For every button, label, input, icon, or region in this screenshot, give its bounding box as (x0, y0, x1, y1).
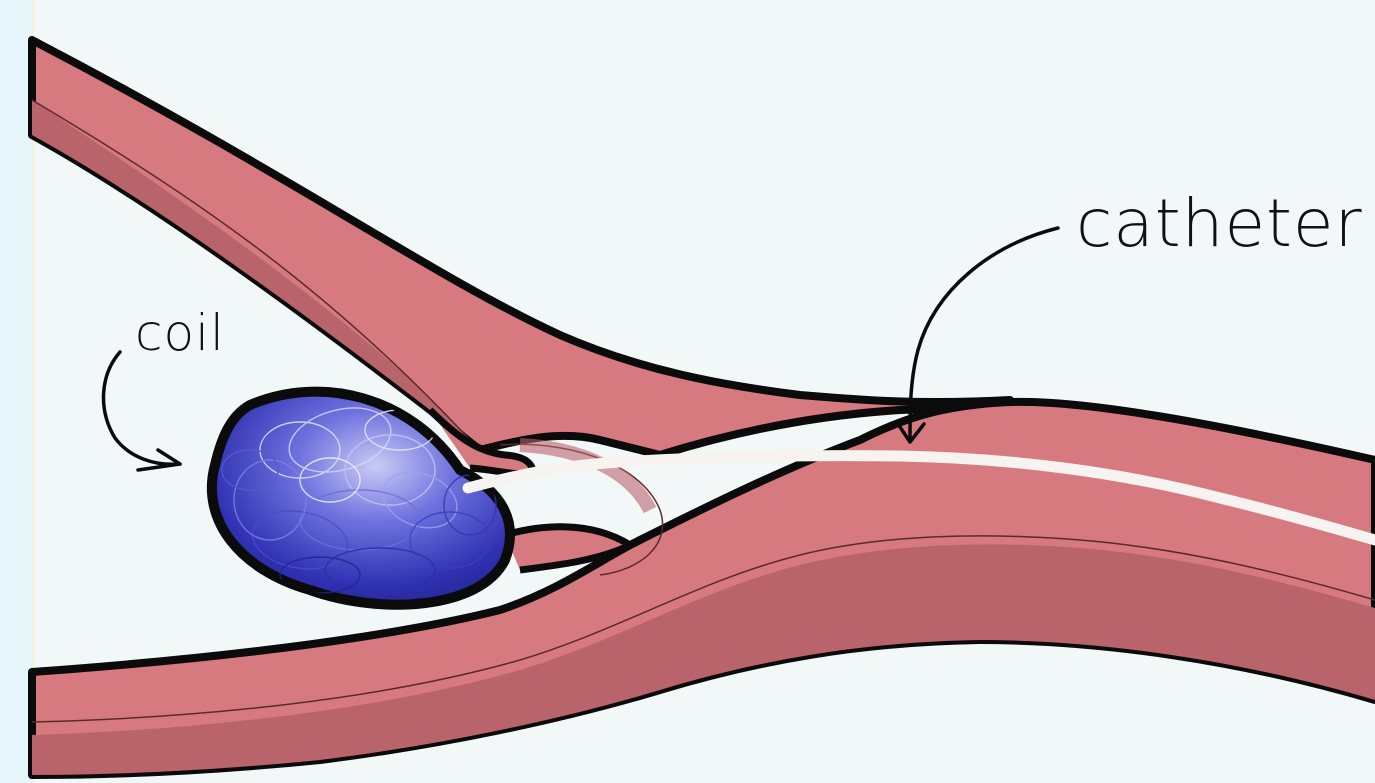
coil-label: coil (135, 304, 225, 362)
catheter-label: catheter (1076, 185, 1363, 262)
